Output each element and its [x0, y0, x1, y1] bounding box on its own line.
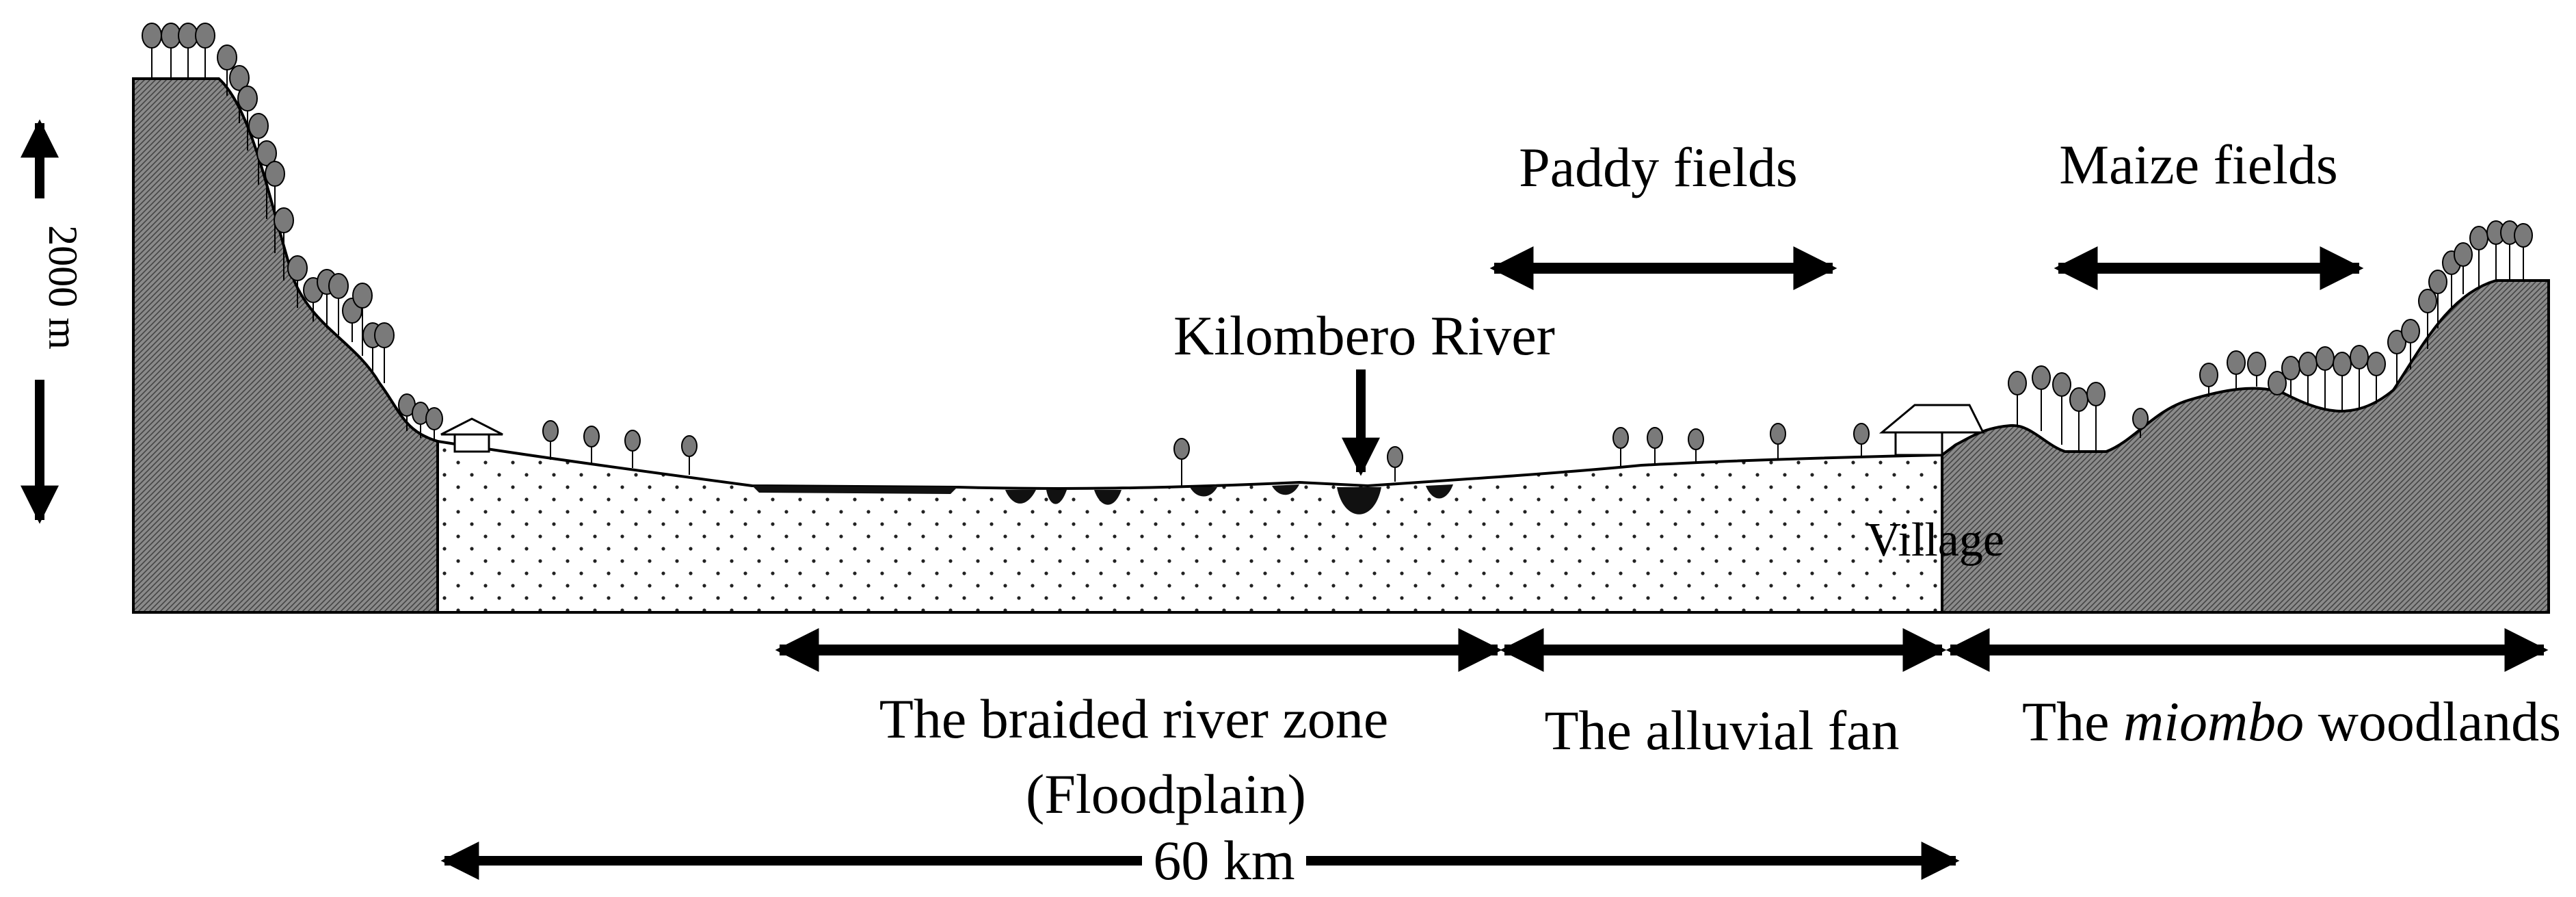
left-trees	[142, 23, 443, 441]
miombo-label-prefix: The	[2022, 690, 2123, 753]
house-icon-village	[1878, 404, 1985, 456]
paddy-fields-label: Paddy fields	[1519, 136, 1798, 198]
miombo-label: The miombo woodlands	[2022, 690, 2561, 753]
floodplain-label: (Floodplain)	[1026, 763, 1306, 825]
distance-label: 60 km	[1153, 829, 1294, 892]
height-scale-label: 2000 m	[40, 225, 85, 350]
floodplain-sediment	[436, 439, 1943, 614]
right-hills	[1941, 279, 2550, 614]
braided-channels	[752, 484, 1453, 515]
left-escarpment	[132, 77, 439, 614]
plain-trees	[542, 420, 1870, 487]
miombo-label-italic: miombo	[2123, 690, 2304, 753]
village-label: Village	[1866, 514, 2004, 567]
maize-fields-label: Maize fields	[2059, 133, 2338, 196]
miombo-label-suffix: woodlands	[2304, 690, 2561, 753]
house-icon-left	[440, 417, 503, 453]
river-label: Kilombero River	[1173, 304, 1555, 367]
braided-zone-label: The braided river zone	[879, 688, 1388, 750]
right-trees	[2008, 220, 2533, 452]
alluvial-fan-label: The alluvial fan	[1544, 699, 1899, 762]
